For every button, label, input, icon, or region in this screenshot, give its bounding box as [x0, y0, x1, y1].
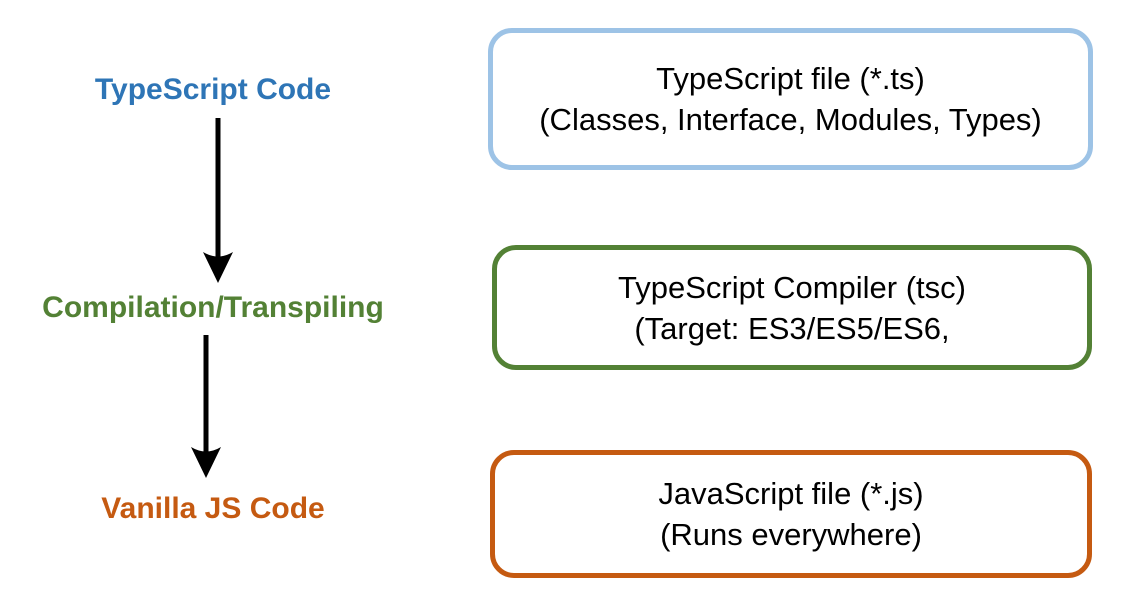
stage-label-compilation-transpiling: Compilation/Transpiling	[42, 291, 384, 324]
box-typescript-file-line1: TypeScript file (*.ts)	[656, 61, 925, 96]
stage-label-vanilla-js-code: Vanilla JS Code	[101, 492, 325, 525]
box-typescript-file: TypeScript file (*.ts) (Classes, Interfa…	[488, 28, 1093, 170]
box-typescript-compiler-line1: TypeScript Compiler (tsc)	[618, 269, 966, 305]
down-arrow-icon	[203, 118, 233, 283]
box-typescript-file-line2: (Classes, Interface, Modules, Types)	[539, 102, 1042, 137]
box-javascript-file-line2: (Runs everywhere)	[660, 517, 922, 552]
box-javascript-file: JavaScript file (*.js) (Runs everywhere)	[490, 450, 1092, 578]
box-typescript-compiler-line2: (Target: ES3/ES5/ES6,	[634, 310, 950, 346]
box-javascript-file-line1: JavaScript file (*.js)	[658, 476, 924, 511]
box-typescript-compiler: TypeScript Compiler (tsc) (Target: ES3/E…	[492, 245, 1092, 370]
down-arrow-icon	[191, 335, 221, 478]
stage-label-typescript-code: TypeScript Code	[94, 73, 332, 106]
